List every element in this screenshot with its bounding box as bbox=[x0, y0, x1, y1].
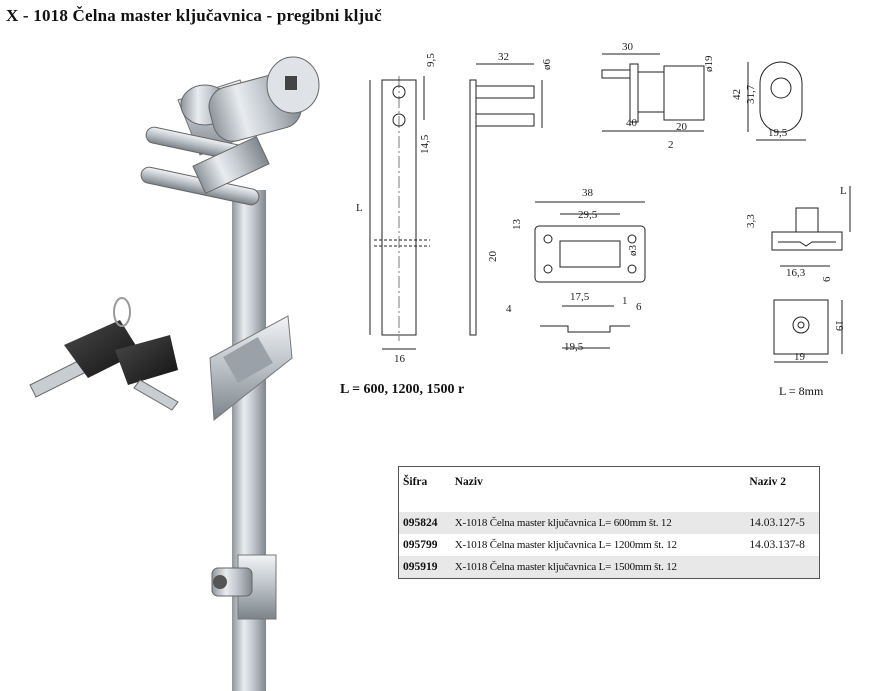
row-code: 095919 bbox=[403, 561, 438, 573]
dim-side-6: ø6 bbox=[541, 59, 553, 71]
dim-key-33: 3,3 bbox=[745, 214, 757, 228]
dim-lock-40: 40 bbox=[626, 117, 638, 129]
dim-rod-95: 9,5 bbox=[425, 53, 437, 67]
row-name2: 14.03.127-5 bbox=[749, 517, 805, 529]
dim-plate-6: 6 bbox=[636, 301, 642, 313]
dim-front-195: 19,5 bbox=[768, 127, 788, 139]
keys bbox=[29, 297, 179, 411]
dim-side-32: 32 bbox=[498, 51, 509, 63]
table-row: 095919 X-1018 Čelna master ključavnica L… bbox=[399, 556, 819, 578]
dim-plate-13: 13 bbox=[511, 219, 523, 231]
header-code: Šifra bbox=[403, 476, 428, 488]
dim-plate-4: 4 bbox=[506, 303, 512, 315]
row-code: 095799 bbox=[403, 539, 438, 551]
dim-plate-1: 1 bbox=[622, 295, 628, 307]
plate-side-view bbox=[540, 325, 630, 333]
length-note: L = 600, 1200, 1500 r bbox=[340, 382, 465, 397]
key-length-note: L = 8mm bbox=[779, 384, 824, 398]
dim-plate-3: ø3 bbox=[627, 245, 639, 257]
dim-plate-175: 17,5 bbox=[570, 291, 590, 303]
dim-rod-145: 14,5 bbox=[419, 134, 431, 154]
dim-plate-38: 38 bbox=[582, 187, 594, 199]
row-name: X-1018 Čelna master ključavnica L= 600mm… bbox=[454, 517, 672, 529]
dim-lock-2: 2 bbox=[668, 139, 674, 151]
key-top-view bbox=[773, 299, 829, 355]
row-name: X-1018 Čelna master ključavnica L= 1200m… bbox=[454, 539, 677, 551]
row-name2: 14.03.137-8 bbox=[749, 539, 805, 551]
header-name2: Naziv 2 bbox=[749, 476, 787, 488]
dim-key-163: 16,3 bbox=[786, 267, 806, 279]
rod-side-view bbox=[469, 79, 477, 336]
technical-drawings: L 9,5 14,5 16 32 ø6 30 40 20 2 ø19 42 31… bbox=[356, 41, 851, 365]
dim-lock-30: 30 bbox=[622, 41, 634, 53]
dim-front-317: 31,7 bbox=[745, 84, 757, 104]
dim-plate-195: 19,5 bbox=[564, 341, 584, 353]
lock-front-view bbox=[759, 61, 803, 133]
header-name: Naziv bbox=[454, 476, 483, 488]
table-header: Šifra Naziv Naziv 2 bbox=[399, 467, 819, 497]
dim-lock-20: 20 bbox=[676, 121, 688, 133]
dim-key-19b: 19 bbox=[794, 351, 806, 363]
dim-plate-295: 29,5 bbox=[578, 209, 598, 221]
product-photo bbox=[29, 56, 320, 691]
row-name: X-1018 Čelna master ključavnica L= 1500m… bbox=[454, 561, 677, 573]
product-table: Šifra Naziv Naziv 2 095824 X-1018 Čelna … bbox=[398, 466, 820, 579]
dim-plate-20: 20 bbox=[487, 251, 499, 263]
dim-lock-19: ø19 bbox=[703, 55, 715, 72]
dim-rod-l: L bbox=[356, 202, 363, 214]
page-title: X - 1018 Čelna master ključavnica - preg… bbox=[6, 6, 382, 25]
lock-side-view bbox=[601, 69, 631, 79]
dim-key-l: L bbox=[840, 185, 847, 197]
row-code: 095824 bbox=[403, 517, 438, 529]
dim-key-19a: 19 bbox=[833, 320, 845, 332]
dim-front-42: 42 bbox=[731, 89, 743, 100]
dim-key-6: 6 bbox=[821, 276, 833, 282]
dim-rod-16: 16 bbox=[394, 353, 406, 365]
table-row: 095799 X-1018 Čelna master ključavnica L… bbox=[399, 534, 819, 556]
plate-top-view bbox=[534, 225, 646, 283]
table-row: 095824 X-1018 Čelna master ključavnica L… bbox=[399, 512, 819, 534]
key-side-view bbox=[795, 207, 819, 233]
